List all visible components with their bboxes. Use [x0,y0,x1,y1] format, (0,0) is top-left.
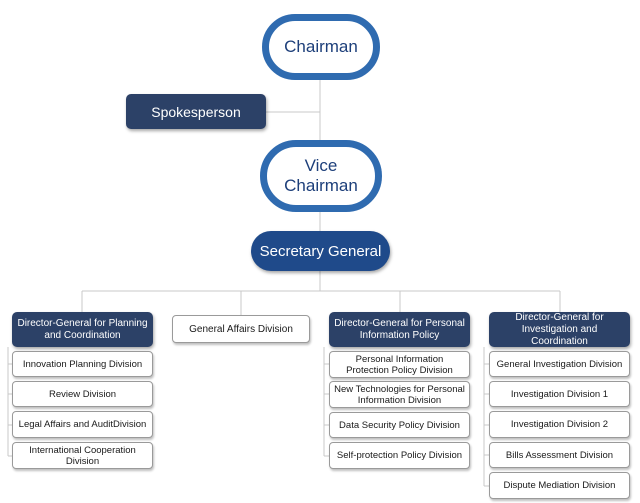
spokesperson-node: Spokesperson [126,94,266,129]
division-box: Dispute Mediation Division [489,472,630,499]
division-label: Self-protection Policy Division [336,450,463,461]
division-box: Bills Assessment Division [489,442,630,468]
division-label: International Cooperation Division [29,444,136,467]
division-box: Personal Information Protection Policy D… [329,351,470,378]
division-label: General Investigation Division [496,358,623,370]
division-label: Dispute Mediation Division [503,480,616,491]
vice-chairman-label: Vice Chairman [284,156,358,195]
division-label: Innovation Planning Division [22,358,143,370]
division-label: Legal Affairs and AuditDivision [18,419,147,430]
division-box: Self-protection Policy Division [329,442,470,469]
division-label: Data Security Policy Division [339,419,460,431]
dg-planning-coordination: Director-General for Planning and Coordi… [12,312,153,347]
chairman-node: Chairman [262,14,380,80]
dg-personal-information-policy-label: Director-General for Personal Informatio… [334,317,465,341]
division-label: Review Division [48,388,117,400]
division-box: New Technologies for Personal Informatio… [329,381,470,408]
division-box: Data Security Policy Division [329,412,470,438]
division-box: Innovation Planning Division [12,351,153,377]
general-affairs-label: General Affairs Division [189,323,293,335]
division-label: New Technologies for Personal Informatio… [334,383,465,406]
division-label: Bills Assessment Division [505,449,614,461]
division-box: Investigation Division 1 [489,381,630,407]
division-box: Investigation Division 2 [489,411,630,438]
division-box: General Investigation Division [489,351,630,377]
spokesperson-label: Spokesperson [151,103,241,120]
dg-investigation-coordination: Director-General for Investigation and C… [489,312,630,347]
vice-chairman-node: Vice Chairman [260,140,382,212]
general-affairs-division: General Affairs Division [172,315,310,343]
secretary-general-node: Secretary General [251,231,390,271]
dg-planning-coordination-label: Director-General for Planning and Coordi… [17,317,148,341]
dg-investigation-coordination-label: Director-General for Investigation and C… [515,311,604,347]
division-box: Legal Affairs and AuditDivision [12,411,153,438]
dg-personal-information-policy: Director-General for Personal Informatio… [329,312,470,347]
division-label: Investigation Division 1 [510,388,609,400]
secretary-general-label: Secretary General [259,242,382,260]
chairman-label: Chairman [284,37,358,56]
division-label: Investigation Division 2 [510,419,609,430]
division-box: Review Division [12,381,153,407]
division-label: Personal Information Protection Policy D… [346,353,453,376]
division-box: International Cooperation Division [12,442,153,469]
